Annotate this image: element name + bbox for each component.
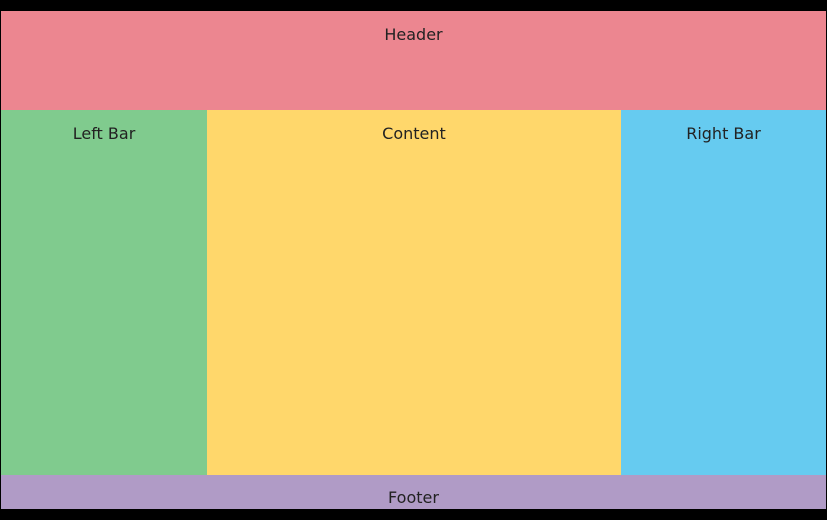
left-bar-region: Left Bar [1, 110, 207, 475]
right-bar-label: Right Bar [686, 124, 761, 143]
right-bar-region: Right Bar [621, 110, 826, 475]
left-bar-label: Left Bar [72, 124, 136, 143]
header-region: Header [1, 11, 826, 110]
footer-region: Footer [1, 475, 826, 509]
header-label: Header [384, 25, 443, 44]
footer-label: Footer [388, 488, 439, 507]
content-region: Content [207, 110, 621, 475]
content-label: Content [382, 124, 446, 143]
